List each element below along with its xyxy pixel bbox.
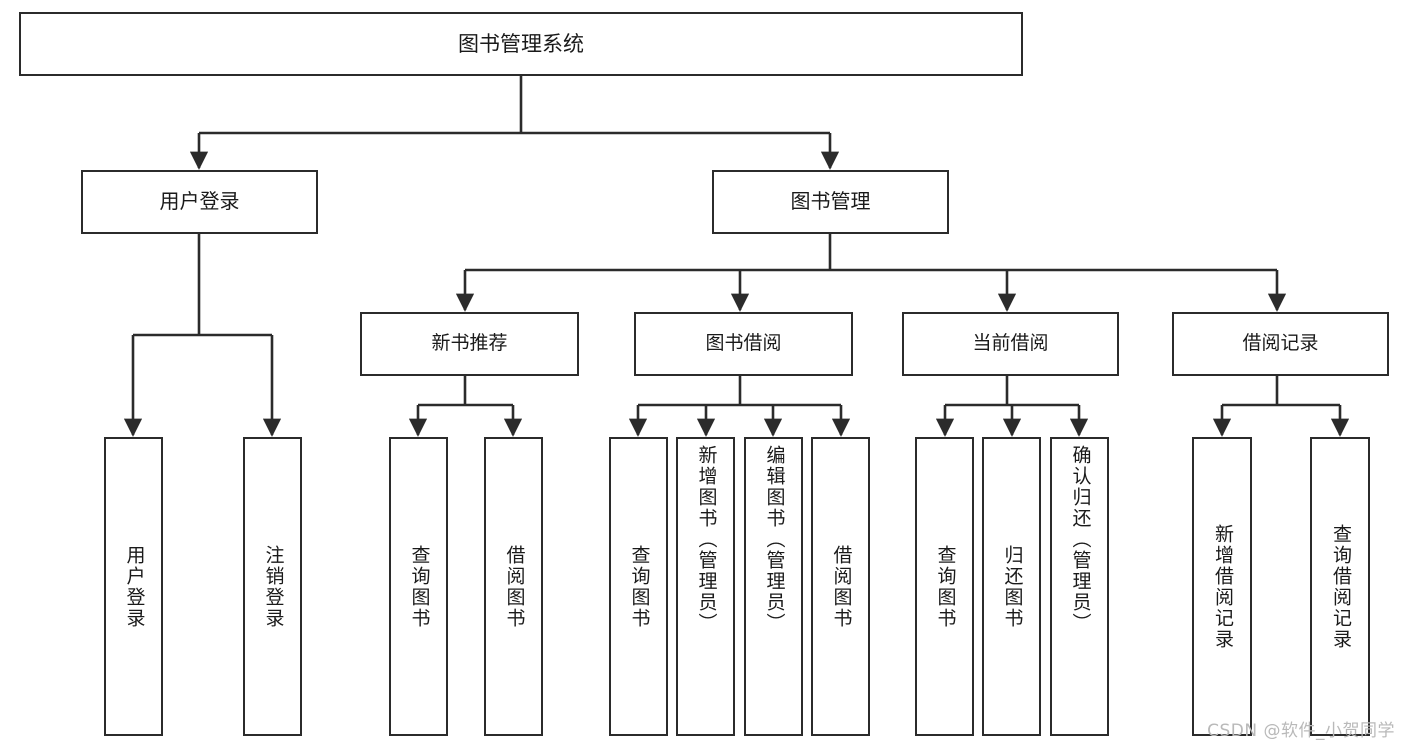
leaf-book-borrow-query-label: 查询图书 xyxy=(628,544,651,629)
leaf-current-borrow-confirm-label: 确认归还（管理员） xyxy=(1069,445,1092,634)
node-book-management-label: 图书管理 xyxy=(790,189,871,214)
leaf-book-borrow-add-label: 新增图书（管理员） xyxy=(695,445,718,634)
leaf-user-login-logout[interactable]: 注销登录 xyxy=(243,437,302,736)
node-new-book-recommend[interactable]: 新书推荐 xyxy=(360,312,579,376)
leaf-book-borrow-add[interactable]: 新增图书（管理员） xyxy=(676,437,735,736)
leaf-new-book-borrow[interactable]: 借阅图书 xyxy=(484,437,543,736)
leaf-book-borrow-borrow[interactable]: 借阅图书 xyxy=(811,437,870,736)
leaf-current-borrow-return[interactable]: 归还图书 xyxy=(982,437,1041,736)
node-user-login-label: 用户登录 xyxy=(159,189,240,214)
leaf-book-borrow-edit-label: 编辑图书（管理员） xyxy=(763,445,786,634)
leaf-user-login-login[interactable]: 用户登录 xyxy=(104,437,163,736)
node-new-book-recommend-label: 新书推荐 xyxy=(431,332,508,355)
node-root-system-label: 图书管理系统 xyxy=(458,31,584,56)
node-borrow-record[interactable]: 借阅记录 xyxy=(1172,312,1389,376)
leaf-new-book-query-label: 查询图书 xyxy=(408,544,431,629)
leaf-current-borrow-query[interactable]: 查询图书 xyxy=(915,437,974,736)
leaf-user-login-logout-label: 注销登录 xyxy=(262,544,285,629)
leaf-user-login-login-label: 用户登录 xyxy=(123,544,146,629)
leaf-book-borrow-query[interactable]: 查询图书 xyxy=(609,437,668,736)
leaf-borrow-record-add[interactable]: 新增借阅记录 xyxy=(1192,437,1252,736)
node-book-borrow-label: 图书借阅 xyxy=(705,332,782,355)
leaf-current-borrow-confirm[interactable]: 确认归还（管理员） xyxy=(1050,437,1109,736)
leaf-book-borrow-borrow-label: 借阅图书 xyxy=(830,544,853,629)
node-current-borrow-label: 当前借阅 xyxy=(972,332,1049,355)
leaf-borrow-record-query[interactable]: 查询借阅记录 xyxy=(1310,437,1370,736)
leaf-new-book-borrow-label: 借阅图书 xyxy=(503,544,526,629)
node-user-login[interactable]: 用户登录 xyxy=(81,170,318,234)
node-borrow-record-label: 借阅记录 xyxy=(1242,332,1319,355)
node-root-system[interactable]: 图书管理系统 xyxy=(19,12,1023,76)
leaf-book-borrow-edit[interactable]: 编辑图书（管理员） xyxy=(744,437,803,736)
node-book-management[interactable]: 图书管理 xyxy=(712,170,949,234)
leaf-current-borrow-query-label: 查询图书 xyxy=(934,544,957,629)
leaf-borrow-record-query-label: 查询借阅记录 xyxy=(1329,523,1352,650)
leaf-current-borrow-return-label: 归还图书 xyxy=(1001,544,1024,629)
node-current-borrow[interactable]: 当前借阅 xyxy=(902,312,1119,376)
leaf-borrow-record-add-label: 新增借阅记录 xyxy=(1211,523,1234,650)
watermark-text: CSDN @软件_小贺同学 xyxy=(1207,721,1395,741)
leaf-new-book-query[interactable]: 查询图书 xyxy=(389,437,448,736)
node-book-borrow[interactable]: 图书借阅 xyxy=(634,312,853,376)
